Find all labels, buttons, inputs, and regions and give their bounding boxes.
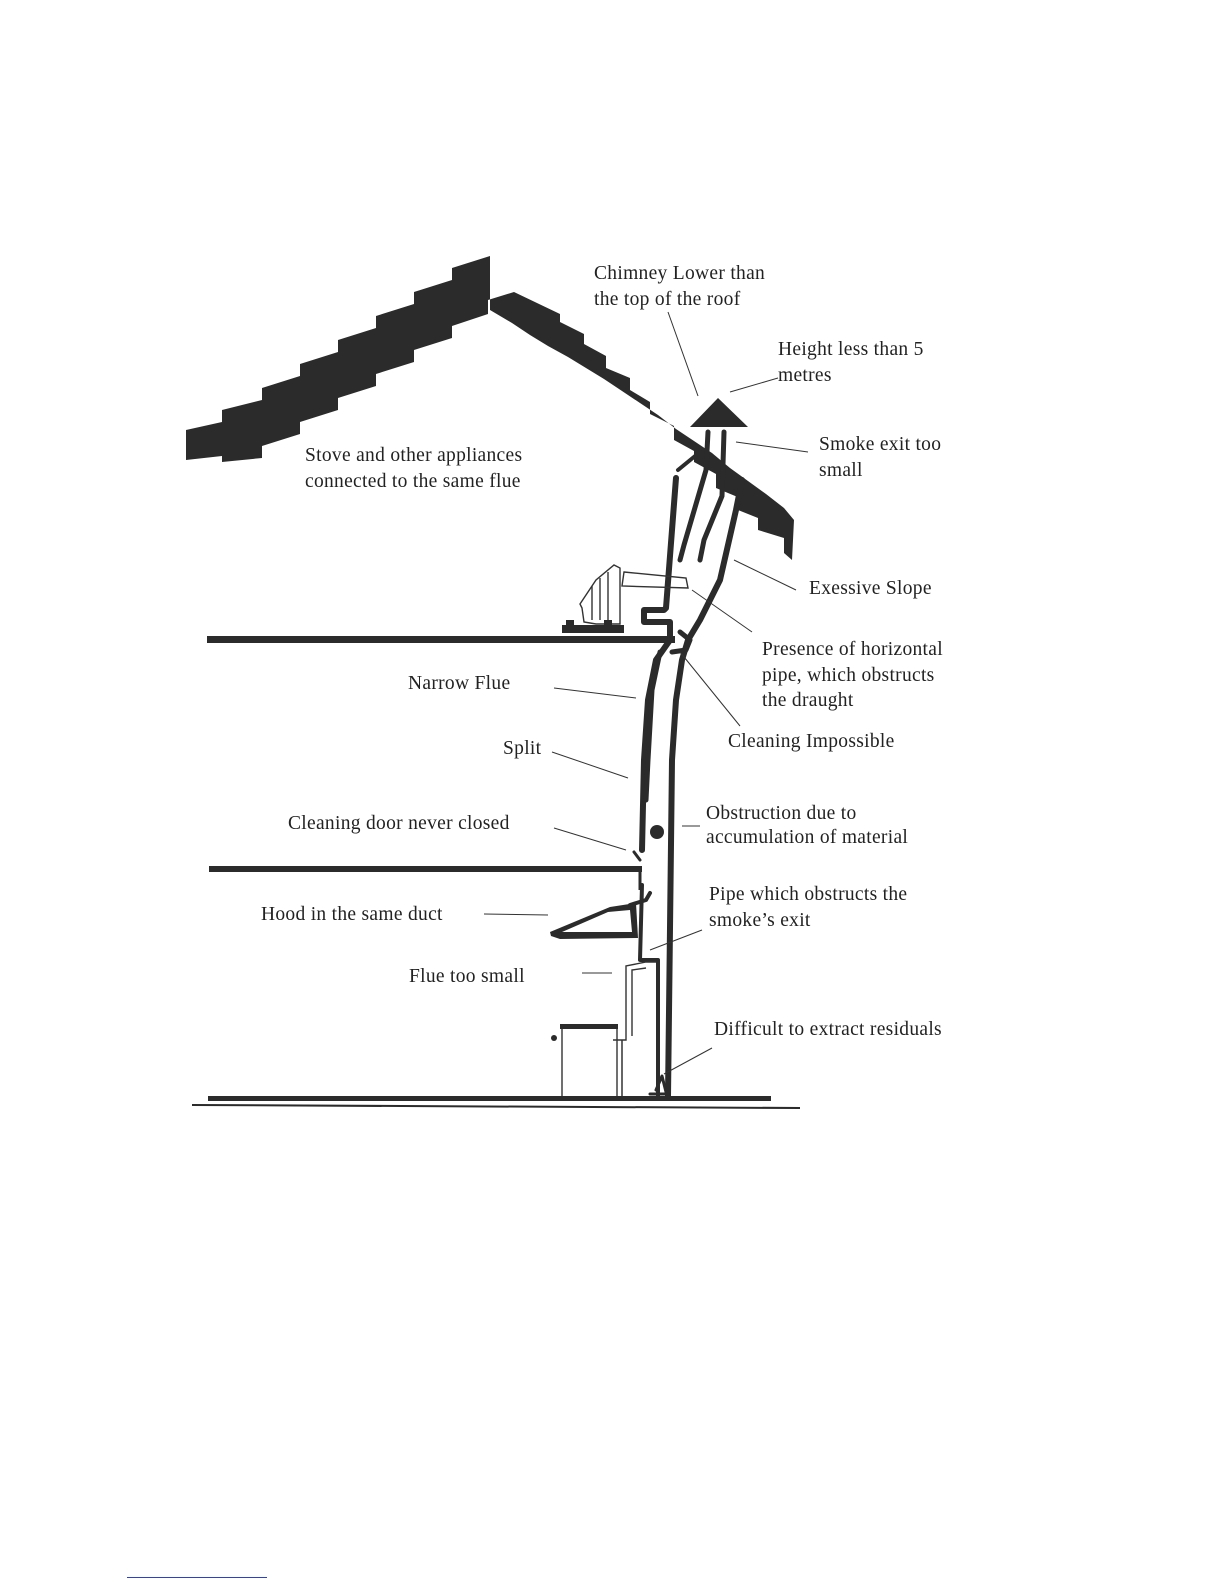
label-split: Split	[503, 738, 542, 759]
cleaning-door	[632, 850, 642, 862]
labels: Chimney Lower than the top of the roof H…	[261, 263, 948, 1040]
flue-lower-wall	[638, 883, 660, 1098]
label-cleaning-door: Cleaning door never closed	[288, 813, 510, 834]
label-stove-appliances: Stove and other appliances connected to …	[305, 445, 528, 492]
label-hood-duct: Hood in the same duct	[261, 904, 443, 925]
label-chimney-lower: Chimney Lower than the top of the roof	[594, 263, 770, 310]
label-smoke-exit: Smoke exit too small	[819, 434, 946, 481]
hood	[550, 891, 652, 939]
label-obstruction: Obstruction due to accumulation of mater…	[706, 803, 908, 848]
roof	[186, 256, 794, 560]
roof-chimney-joint	[676, 450, 702, 472]
footnote-rule	[127, 1577, 267, 1578]
leader-lines	[483, 311, 809, 1075]
chimney-outer-left	[639, 475, 679, 853]
floors	[191, 636, 801, 1109]
stove	[562, 564, 689, 633]
flue-inner-left	[677, 429, 711, 563]
label-difficult-extract: Difficult to extract residuals	[714, 1019, 942, 1040]
upper-floor-slab	[207, 636, 675, 643]
flue-lower-left	[643, 649, 663, 803]
middle-floor-slab	[209, 866, 642, 872]
chimney-flue	[632, 398, 748, 1099]
chimney-cap	[690, 398, 748, 427]
label-cleaning-impossible: Cleaning Impossible	[728, 731, 895, 752]
flue-bend	[669, 629, 693, 655]
boiler	[551, 961, 656, 1096]
obstruction-blob	[650, 825, 664, 839]
residuals	[648, 1074, 670, 1096]
chimney-outer-right	[665, 477, 745, 1099]
label-flue-too-small: Flue too small	[409, 966, 525, 987]
label-pipe-obstructs: Pipe which obstructs the smoke’s exit	[709, 884, 913, 931]
ground-line	[191, 1104, 801, 1109]
label-height-less: Height less than 5 metres	[778, 339, 929, 386]
label-narrow-flue: Narrow Flue	[408, 673, 510, 694]
flue-inner-right	[697, 429, 727, 563]
label-horizontal-pipe: Presence of horizontal pipe, which obstr…	[762, 639, 948, 711]
label-excessive-slope: Exessive Slope	[809, 578, 932, 599]
ground-floor-slab	[208, 1096, 771, 1101]
